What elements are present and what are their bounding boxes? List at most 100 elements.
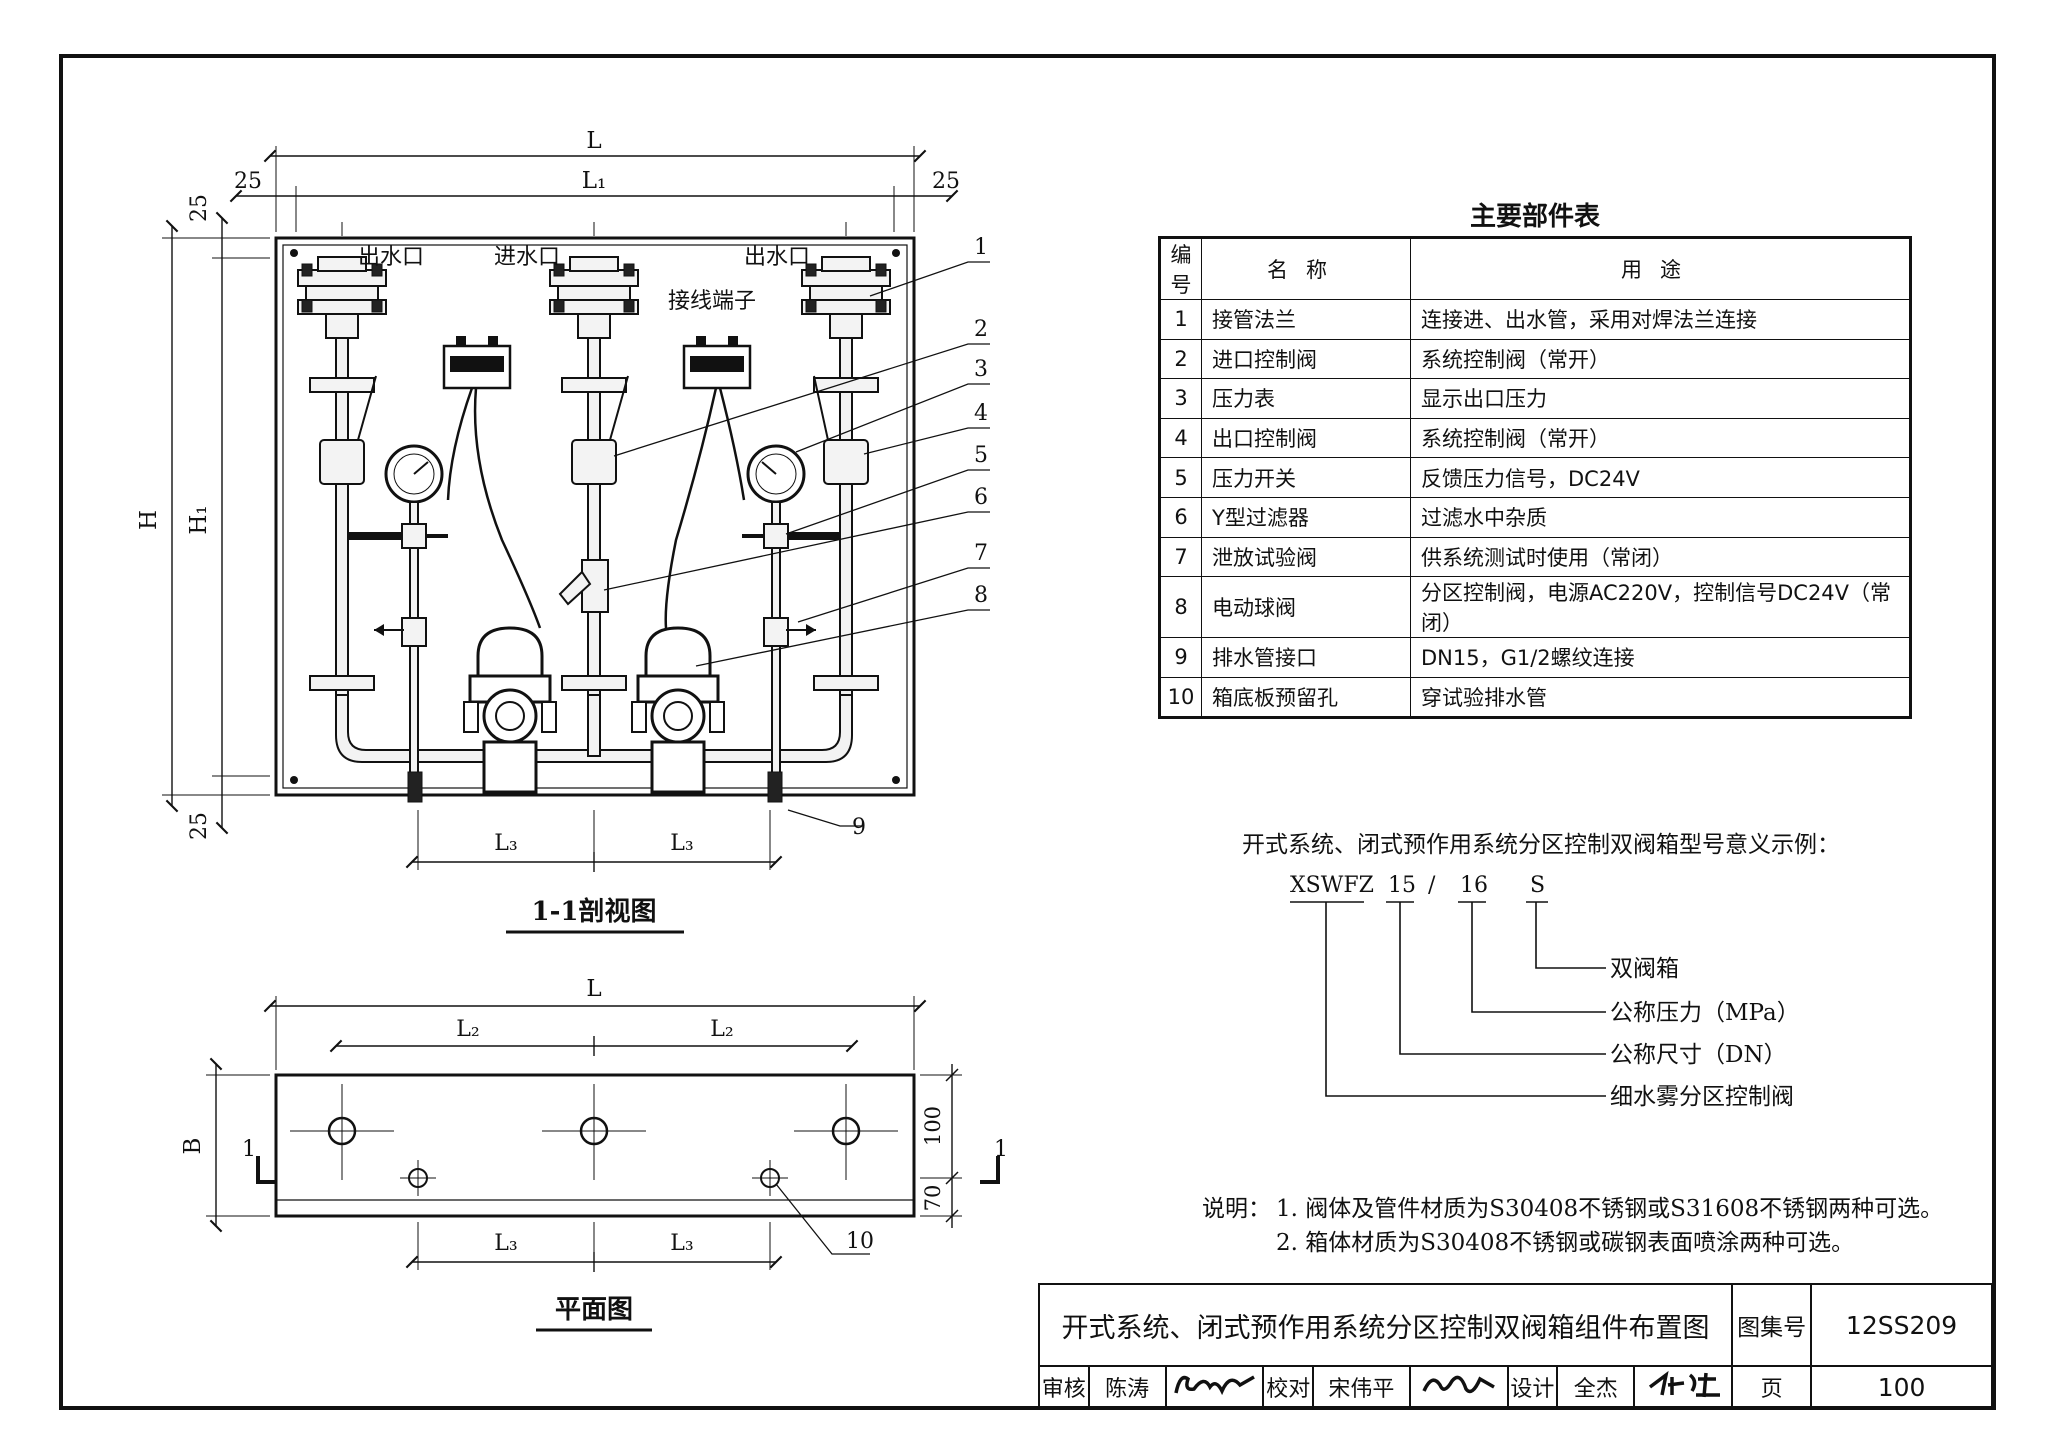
dim-edge-left: 25 [234, 169, 262, 194]
model-title: 开式系统、闭式预作用系统分区控制双阀箱型号意义示例： [1242, 832, 1840, 858]
plan-dim-L3-right: L₃ [670, 1231, 693, 1256]
plan-dim-L: L [586, 976, 601, 1002]
cabinet-outline [274, 236, 916, 797]
dim-top: 25 [187, 194, 212, 222]
dim-L1: L₁ [582, 168, 607, 194]
model-meaning-series: 细水雾分区控制阀 [1610, 1084, 1794, 1110]
part-usage: 供系统测试时使用（常闭） [1410, 536, 1911, 578]
page-no: 100 [1810, 1365, 1993, 1409]
part-usage: DN15，G1/2螺纹连接 [1410, 637, 1911, 678]
dim-H1: H₁ [186, 505, 212, 534]
part-name: 压力开关 [1201, 457, 1411, 498]
dimension-H-left [162, 211, 270, 835]
electric-ball-valve-right [631, 626, 725, 794]
callout-2: 2 [974, 317, 988, 342]
part-usage: 反馈压力信号，DC24V [1410, 457, 1911, 498]
part-name: 箱底板预留孔 [1201, 676, 1411, 719]
parts-table-title: 主要部件表 [1469, 202, 1600, 232]
design-label: 设计 [1506, 1365, 1559, 1409]
dim-L3-left: L₃ [494, 831, 517, 856]
callout-7: 7 [974, 541, 988, 566]
header-name: 名称 [1201, 237, 1411, 300]
plan-dim-70: 70 [921, 1185, 945, 1212]
dim-H: H [136, 510, 162, 530]
part-name: 出口控制阀 [1201, 417, 1411, 459]
pipe-center [549, 256, 639, 696]
model-code-series: XSWFZ [1290, 873, 1374, 898]
model-example: 开式系统、闭式预作用系统分区控制双阀箱型号意义示例： XSWFZ 15 / 16… [1242, 832, 1840, 1110]
terminal-box-left [442, 336, 542, 629]
pipe-right [801, 256, 891, 696]
part-name: 排水管接口 [1201, 637, 1411, 678]
notes-label: 说明： [1202, 1196, 1271, 1222]
callout-4: 4 [974, 401, 988, 426]
checker-signature [1408, 1365, 1509, 1409]
corner-bolts [290, 249, 900, 784]
part-number: 3 [1159, 378, 1202, 419]
dim-bottom: 25 [187, 812, 212, 840]
label-terminal: 接线端子 [668, 289, 756, 314]
dim-L3-right: L₃ [670, 831, 693, 856]
part-usage: 穿试验排水管 [1410, 676, 1911, 719]
designer-name: 全杰 [1556, 1365, 1636, 1409]
dimension-L-top [229, 146, 959, 232]
part-number: 1 [1159, 299, 1202, 340]
callout-10: 10 [846, 1229, 874, 1254]
dimension-L3 [405, 810, 783, 872]
atlas-label: 图集号 [1731, 1283, 1813, 1367]
designer-signature [1633, 1365, 1734, 1409]
part-name: 电动球阀 [1201, 576, 1411, 639]
part-name: 进口控制阀 [1201, 338, 1411, 380]
part-number: 4 [1159, 417, 1202, 459]
plan-caption: 平面图 [555, 1295, 633, 1325]
model-meaning-dn: 公称尺寸（DN） [1610, 1042, 1787, 1068]
callout-1: 1 [974, 235, 988, 260]
callout-numbers: 1 2 3 4 5 6 7 8 9 [852, 235, 988, 840]
part-number: 5 [1159, 457, 1202, 498]
callout-6: 6 [974, 485, 988, 510]
section-view: L L₁ 25 25 H H₁ 25 25 L₃ L₃ [136, 128, 990, 934]
label-outlet-left: 出水口 [358, 245, 424, 270]
part-number: 6 [1159, 496, 1202, 538]
part-usage: 分区控制阀，电源AC220V，控制信号DC24V（常闭） [1410, 576, 1911, 639]
title-block: 开式系统、闭式预作用系统分区控制双阀箱组件布置图 图集号 12SS209 审核 … [1037, 1283, 1993, 1409]
part-number: 2 [1159, 338, 1202, 380]
electric-ball-valve-left [463, 626, 557, 794]
part-number: 9 [1159, 637, 1202, 678]
note-2: 2. 箱体材质为S30408不锈钢或碳钢表面喷涂两种可选。 [1276, 1230, 1854, 1256]
part-name: 泄放试验阀 [1201, 536, 1411, 578]
review-label: 审核 [1038, 1365, 1090, 1409]
pressure-gauge-right [742, 444, 840, 803]
notes: 说明： 1. 阀体及管件材质为S30408不锈钢或S31608不锈钢两种可选。 … [1202, 1196, 1943, 1256]
part-usage: 系统控制阀（常开） [1410, 338, 1911, 380]
callout-5: 5 [974, 443, 988, 468]
callout-8: 8 [974, 583, 988, 608]
pipe-left [297, 256, 387, 696]
part-usage: 连接进、出水管，采用对焊法兰连接 [1410, 299, 1911, 340]
label-inlet: 进水口 [494, 245, 560, 270]
pipe-holes [290, 1084, 898, 1196]
page-label: 页 [1731, 1365, 1813, 1409]
plan-dim-L2-right: L₂ [710, 1017, 733, 1042]
model-code-pressure: 16 [1460, 873, 1488, 898]
section-mark-left: 1 [242, 1137, 256, 1162]
part-number: 10 [1159, 676, 1202, 719]
note-1: 1. 阀体及管件材质为S30408不锈钢或S31608不锈钢两种可选。 [1276, 1196, 1943, 1222]
reviewer-signature [1164, 1365, 1265, 1409]
dim-L: L [586, 128, 601, 154]
reviewer-name: 陈涛 [1087, 1365, 1167, 1409]
atlas-no: 12SS209 [1810, 1283, 1993, 1367]
callout-leaders [603, 261, 990, 827]
part-name: 压力表 [1201, 378, 1411, 419]
part-name: Y型过滤器 [1201, 496, 1411, 538]
header-usage: 用途 [1410, 237, 1911, 300]
plan-dim-L2-left: L₂ [456, 1017, 479, 1042]
